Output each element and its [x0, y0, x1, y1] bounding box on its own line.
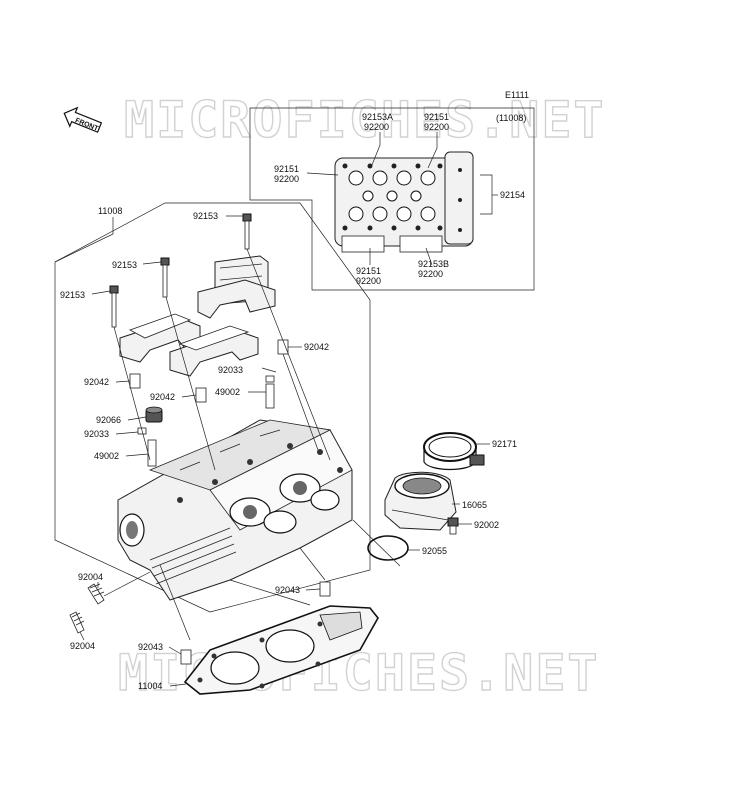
main-assembly-frame [54, 202, 371, 613]
dowel-pin-92043-b [180, 649, 192, 665]
bolt-92153-a [242, 213, 252, 250]
part-label-92004: 92004 [70, 641, 95, 651]
part-label-92033: 92033 [84, 429, 109, 439]
part-label-92066: 92066 [96, 415, 121, 425]
part-label-92153: 92153 [112, 260, 137, 270]
part-label-92043: 92043 [275, 585, 300, 595]
part-label-92200: 92200 [418, 269, 443, 279]
leader-92033-b [115, 431, 139, 435]
part-label-92153: 92153 [60, 290, 85, 300]
part-label-92042: 92042 [84, 377, 109, 387]
part-label-49002: 49002 [94, 451, 119, 461]
leader-92066 [127, 416, 147, 421]
part-label-92153B: 92153B [418, 259, 449, 269]
dowel-pin-92043-a [319, 581, 331, 597]
part-label-92151: 92151 [274, 164, 299, 174]
part-label-49002: 49002 [215, 387, 240, 397]
bolt-leader-lines [91, 215, 243, 295]
part-label-16065: 16065 [462, 500, 487, 510]
part-label-92153A: 92153A [362, 112, 393, 122]
stud-92004-a [87, 583, 105, 605]
watermark-top: MICROFICHES.NET [124, 91, 606, 149]
inset-head-top-view [334, 151, 474, 253]
part-label-92200: 92200 [364, 122, 389, 132]
part-label-92171: 92171 [492, 439, 517, 449]
part-label-92042: 92042 [304, 342, 329, 352]
camshaft-holder-mid [119, 313, 201, 363]
part-label-92154: 92154 [500, 190, 525, 200]
part-label-92033: 92033 [218, 365, 243, 375]
part-label-11004: 11004 [138, 681, 162, 691]
seal-92066 [145, 406, 163, 423]
cylinder-head-body [117, 419, 353, 601]
part-label-92002: 92002 [474, 520, 499, 530]
head-gasket-11004 [183, 605, 379, 695]
assembly-guide-lines [113, 248, 401, 641]
part-label-92151: 92151 [424, 112, 449, 122]
diagram-code: E1111 [505, 90, 529, 100]
leader-11004 [169, 683, 187, 687]
leader-11008 [54, 217, 114, 263]
part-label-92200: 92200 [356, 276, 381, 286]
part-label-92055: 92055 [422, 546, 447, 556]
dowel-pin-92042-c [195, 387, 207, 403]
part-label-92200: 92200 [424, 122, 449, 132]
part-label-92004: 92004 [78, 572, 103, 582]
dowel-pin-92042-a [277, 339, 289, 355]
stud-leader-lines [79, 571, 151, 641]
inset-leader-lines [306, 132, 498, 266]
front-arrow-icon: FRONT [63, 106, 103, 133]
part-label-11008: 11008 [98, 206, 122, 216]
inset-reference: (11008) [496, 113, 526, 123]
camshaft-holder-rear [169, 325, 259, 377]
part-label-92200: 92200 [274, 174, 299, 184]
seal-92033-a [261, 367, 277, 383]
bolt-92153-b [160, 257, 170, 298]
leader-49002-b [125, 453, 149, 457]
bolt-92153-c [109, 285, 119, 328]
clamp-92171 [423, 432, 485, 471]
o-ring-92055 [367, 535, 409, 561]
part-label-92043: 92043 [138, 642, 163, 652]
stud-92004-b [69, 611, 85, 634]
dowel-pin-92042-b [129, 373, 141, 389]
part-label-92153: 92153 [193, 211, 218, 221]
inset-frame [249, 107, 535, 291]
part-label-92151: 92151 [356, 266, 381, 276]
holder-16065 [384, 471, 457, 531]
camshaft-holder-front [197, 255, 276, 319]
part-label-92042: 92042 [150, 392, 175, 402]
guide-49002-a [265, 383, 275, 409]
guide-49002-b [147, 439, 157, 467]
dowel-92043-leaders [168, 588, 321, 655]
screw-92002 [447, 517, 459, 535]
